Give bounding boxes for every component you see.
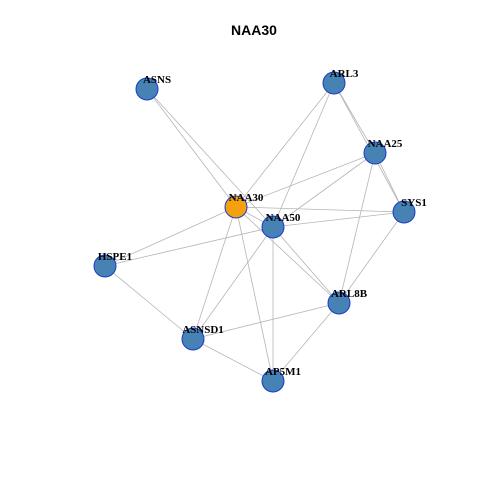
node-naa25[interactable] bbox=[363, 141, 387, 165]
edge-naa30-arl8b bbox=[235, 206, 340, 304]
edge-naa50-arl8b bbox=[272, 226, 340, 304]
node-asnsd1[interactable] bbox=[181, 327, 205, 351]
edge-naa30-ap5m1 bbox=[235, 206, 274, 382]
node-naa50[interactable] bbox=[261, 215, 285, 239]
node-sys1[interactable] bbox=[392, 200, 416, 224]
node-hspe1[interactable] bbox=[93, 254, 117, 278]
nodes-layer bbox=[93, 71, 416, 393]
node-label-arl8b: ARL8B bbox=[331, 288, 368, 300]
node-label-naa50: NAA50 bbox=[266, 212, 301, 224]
edges-layer bbox=[104, 82, 405, 382]
node-label-naa25: NAA25 bbox=[368, 138, 403, 150]
edge-asnsd1-ap5m1 bbox=[192, 338, 274, 382]
edge-arl3-naa50 bbox=[272, 82, 335, 228]
diagram-title: NAA30 bbox=[231, 22, 277, 38]
node-label-sys1: SYS1 bbox=[401, 197, 427, 209]
node-ap5m1[interactable] bbox=[261, 369, 285, 393]
edge-arl3-naa25 bbox=[333, 82, 376, 154]
node-label-asns: ASNS bbox=[143, 74, 171, 86]
node-label-naa30: NAA30 bbox=[229, 192, 264, 204]
edge-hspe1-asnsd1 bbox=[104, 265, 194, 340]
node-asns[interactable] bbox=[135, 77, 159, 101]
edge-naa50-sys1 bbox=[272, 211, 405, 228]
node-arl8b[interactable] bbox=[327, 291, 351, 315]
edge-naa50-hspe1 bbox=[104, 226, 274, 267]
edge-asns-naa30 bbox=[146, 88, 237, 208]
node-label-asnsd1: ASNSD1 bbox=[182, 324, 224, 336]
edge-sys1-arl8b bbox=[338, 211, 405, 304]
node-label-ap5m1: AP5M1 bbox=[265, 366, 301, 378]
edge-naa25-naa30 bbox=[235, 152, 376, 208]
node-naa30[interactable] bbox=[224, 195, 248, 219]
edge-naa30-asnsd1 bbox=[192, 206, 237, 340]
node-label-arl3: ARL3 bbox=[330, 68, 359, 80]
node-label-hspe1: HSPE1 bbox=[98, 251, 132, 263]
edge-asns-naa50 bbox=[146, 88, 274, 228]
edge-naa30-hspe1 bbox=[104, 206, 237, 267]
edge-arl3-naa30 bbox=[235, 82, 335, 208]
edge-asnsd1-arl8b bbox=[192, 302, 340, 340]
edge-naa50-asnsd1 bbox=[192, 226, 274, 340]
edge-naa25-naa50 bbox=[272, 152, 376, 228]
edge-naa25-arl8b bbox=[338, 152, 376, 304]
edge-naa30-sys1 bbox=[235, 206, 405, 213]
node-arl3[interactable] bbox=[322, 71, 346, 95]
edge-arl8b-ap5m1 bbox=[272, 302, 340, 382]
